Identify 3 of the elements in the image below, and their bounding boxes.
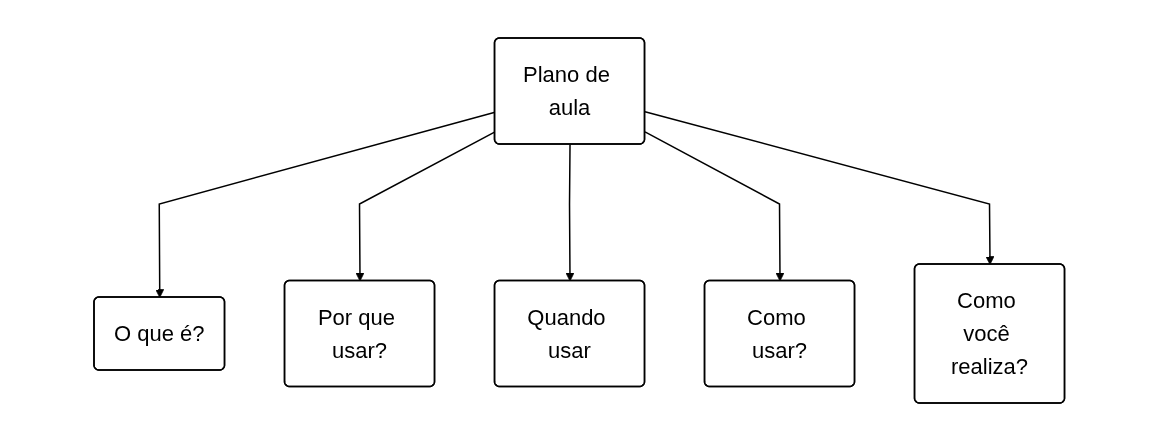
arrow [565,143,575,282]
arrow [644,131,785,282]
arrow [644,110,995,265]
